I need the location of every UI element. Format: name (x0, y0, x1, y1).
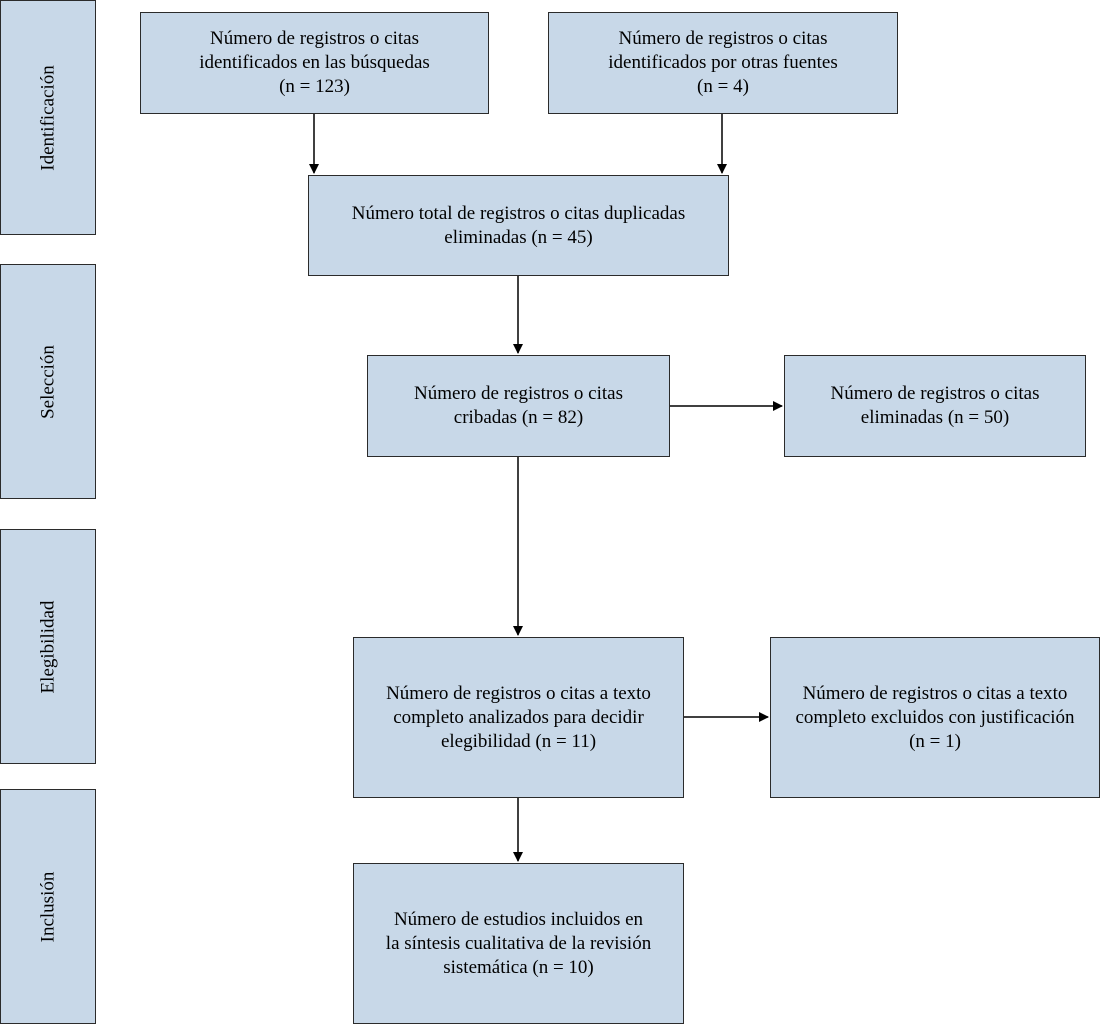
box-text-line: Número de registros o citas (210, 28, 419, 49)
box-included: Número de estudios incluidos en la sínte… (353, 863, 684, 1024)
box-fulltext-assessed: Número de registros o citas a texto comp… (353, 637, 684, 798)
box-text-line: sistemática (n = 10) (443, 956, 594, 978)
phase-seleccion: Selección (0, 264, 96, 499)
box-excluded-screening: Número de registros o citas eliminadas (… (784, 355, 1086, 457)
box-text-line: eliminadas (n = 50) (860, 407, 1010, 428)
box-text-line: Número de registros o citas (414, 383, 623, 404)
box-text-line: completo analizados para decidir (393, 706, 644, 728)
box-text-line: identificados en las búsquedas (199, 52, 430, 73)
phase-label-identificacion: Identificación (37, 64, 59, 171)
box-text-line: Número total de registros o citas duplic… (351, 202, 686, 224)
box-text-line: Número de registros o citas a texto (802, 682, 1068, 704)
phase-label-elegibilidad: Elegibilidad (37, 600, 59, 693)
box-identified-other: Número de registros o citas identificado… (548, 12, 898, 114)
box-text-line: Número de registros o citas a texto (386, 682, 651, 704)
box-text-line: (n = 123) (279, 76, 350, 97)
phase-elegibilidad: Elegibilidad (0, 529, 96, 764)
phase-label-inclusion: Inclusión (37, 871, 59, 942)
box-text-line: elegibilidad (n = 11) (440, 730, 597, 752)
box-screened: Número de registros o citas cribadas (n … (367, 355, 670, 457)
box-text-line: (n = 4) (697, 76, 749, 97)
phase-identificacion: Identificación (0, 0, 96, 235)
box-duplicates-removed: Número total de registros o citas duplic… (308, 175, 729, 276)
box-text-line: completo excluidos con justificación (795, 706, 1075, 728)
phase-label-seleccion: Selección (37, 344, 59, 419)
box-text-line: (n = 1) (909, 730, 961, 752)
box-text-line: eliminadas (n = 45) (444, 226, 593, 248)
box-text-line: Número de estudios incluidos en (393, 908, 644, 930)
phase-inclusion: Inclusión (0, 789, 96, 1024)
box-text-line: cribadas (n = 82) (453, 407, 584, 428)
box-identified-searches: Número de registros o citas identificado… (140, 12, 489, 114)
box-fulltext-excluded: Número de registros o citas a texto comp… (770, 637, 1100, 798)
box-text-line: Número de registros o citas (830, 383, 1040, 404)
box-text-line: la síntesis cualitativa de la revisión (385, 932, 652, 954)
box-text-line: Número de registros o citas (618, 28, 828, 49)
box-text-line: identificados por otras fuentes (608, 52, 838, 73)
